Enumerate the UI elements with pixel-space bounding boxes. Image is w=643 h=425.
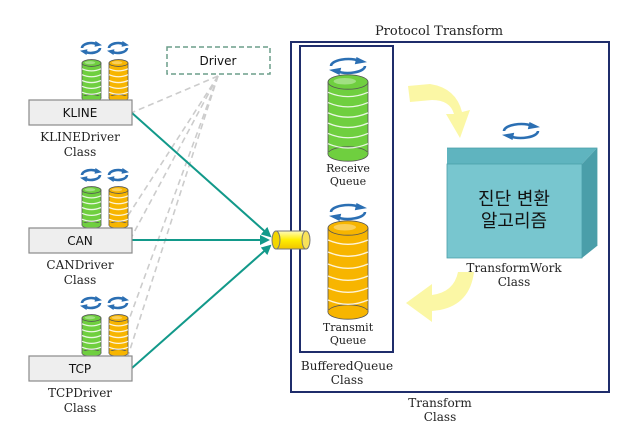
- can-orange-disk-icon: [108, 186, 129, 229]
- receive-queue-label-line1: Receive: [326, 162, 370, 175]
- kline-driver-label: KLINE: [63, 106, 98, 120]
- tcp-driver-caption-line1: TCPDriver: [48, 386, 112, 400]
- kline-green-disk-icon: [81, 59, 102, 102]
- transform-algorithm-line1: 진단 변환: [478, 189, 550, 210]
- buffered-queue-caption-line1: BufferedQueue: [301, 359, 393, 373]
- kline-driver-caption-line1: KLINEDriver: [40, 130, 120, 144]
- flow-arrow-bottom: [406, 272, 474, 322]
- kline-orange-disk-icon: [108, 59, 129, 102]
- can-driver-box[interactable]: [28, 227, 133, 254]
- transform-algorithm-line2: 알고리즘: [481, 211, 547, 232]
- transform-work-cube: 진단 변환 알고리즘: [446, 147, 598, 259]
- can-driver-caption-line1: CANDriver: [46, 258, 113, 272]
- tcp-orange-cycle-icon: [107, 296, 129, 310]
- kline-driver-caption-line2: Class: [64, 145, 97, 159]
- transform-work-caption-line1: TransformWork: [466, 261, 562, 275]
- flow-arrow-top: [408, 84, 470, 138]
- buffered-queue-frame: [299, 45, 394, 353]
- can-green-disk-icon: [81, 186, 102, 229]
- can-driver-caption-line2: Class: [64, 273, 97, 287]
- transmit-cycle-icon: [329, 203, 367, 221]
- driver-to-queue-arrows: [131, 112, 272, 369]
- receive-cycle-icon: [329, 57, 367, 75]
- input-pipe: [271, 230, 311, 250]
- tcp-driver-label: TCP: [68, 362, 91, 376]
- driver-note-label: Driver: [200, 54, 237, 68]
- protocol-transform-title: Protocol Transform: [375, 24, 503, 39]
- transform-class-caption-line1: Transform: [408, 396, 472, 410]
- transmit-queue-label-line2: Queue: [330, 334, 366, 347]
- transform-class-caption-line2: Class: [424, 410, 457, 424]
- kline-orange-cycle-icon: [107, 41, 129, 55]
- tcp-green-disk-icon: [81, 314, 102, 357]
- receive-queue: [327, 57, 369, 162]
- transmit-queue-label-line1: Transmit: [323, 321, 374, 334]
- transmit-queue: [327, 203, 369, 320]
- tcp-driver-box[interactable]: [28, 355, 133, 382]
- buffered-queue-caption-line2: Class: [331, 373, 364, 387]
- can-green-cycle-icon: [80, 168, 102, 182]
- protocol-transform-frame: Protocol Transform: [290, 24, 610, 393]
- tcp-green-cycle-icon: [80, 296, 102, 310]
- driver-note: Driver: [166, 46, 271, 75]
- transform-work-caption-line2: Class: [498, 275, 531, 289]
- tcp-arrow: [131, 244, 272, 369]
- tcp-driver-caption-line2: Class: [64, 401, 97, 415]
- can-orange-cycle-icon: [107, 168, 129, 182]
- receive-disk-icon: [327, 74, 369, 162]
- receive-queue-label-line2: Queue: [330, 175, 366, 188]
- transmit-disk-icon: [327, 220, 369, 320]
- can-driver-label: CAN: [67, 234, 93, 248]
- kline-arrow: [131, 112, 272, 238]
- kline-driver-box[interactable]: [28, 99, 133, 126]
- dashed-dependency-lines: [114, 75, 219, 363]
- transform-cycle-icon: [502, 122, 540, 140]
- kline-green-cycle-icon: [80, 41, 102, 55]
- tcp-orange-disk-icon: [108, 314, 129, 357]
